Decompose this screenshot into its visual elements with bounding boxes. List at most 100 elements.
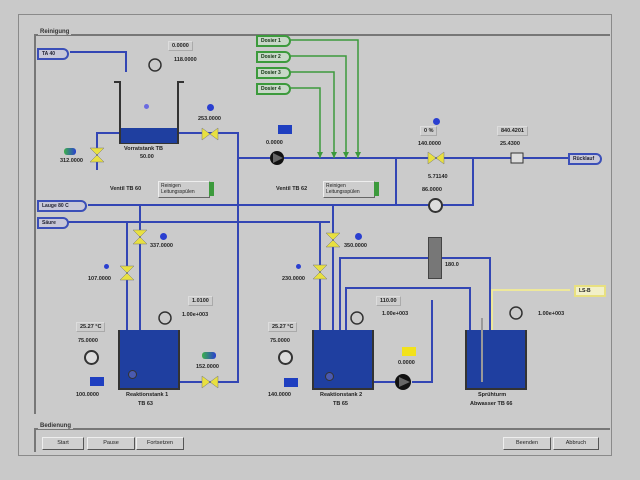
flow-meter-value-2: 25.4300: [500, 141, 520, 147]
top-agitator-value-2: 118.0000: [174, 57, 197, 63]
pipe-tank2-filter: [339, 257, 491, 330]
tank-3-probe: [481, 318, 483, 382]
inlet-valve-led: [207, 104, 214, 111]
yellow-signal-tag[interactable]: LS-B: [574, 285, 606, 297]
tank-2-agitator-value-1: 110.00: [376, 296, 401, 306]
pump-2-status-lamp: [402, 347, 416, 356]
selector-2-option-1[interactable]: Reinigen: [326, 183, 346, 189]
tank-2-id: TB 65: [333, 401, 348, 407]
pipe-ta-inlet: [70, 51, 127, 72]
tank-2-temperature: 25.27 °C: [268, 322, 298, 332]
outlet-tag[interactable]: Rücklauf: [568, 153, 602, 165]
tank-1-heater-lamp: [90, 377, 104, 386]
start-button[interactable]: Start: [42, 437, 84, 450]
top-tank-valve-left-value: 312.0000: [60, 158, 83, 164]
tank-3: [465, 330, 527, 390]
abort-button[interactable]: Abbruch: [553, 437, 599, 450]
top-tank-liquid: [121, 128, 177, 143]
pause-button[interactable]: Pause: [87, 437, 135, 450]
green-blue-status-lamp: [64, 148, 76, 155]
selector-1-label: Ventil TB 60: [110, 186, 142, 192]
tank3-agitator-icon: [509, 306, 523, 320]
dosing-tag-4[interactable]: Dosier 4: [256, 83, 291, 95]
tank-2-level: 75.0000: [270, 338, 290, 344]
bypass-value-1: 5.71140: [428, 174, 448, 180]
tank-1-temp-sensor-icon: [84, 350, 99, 365]
main-pump-status-lamp: [278, 125, 292, 134]
process-group-label: Reinigung: [38, 29, 72, 35]
arrow-green-1: [355, 152, 361, 158]
tank-3-name: Sprühturm: [478, 392, 507, 398]
selector-2-option-2[interactable]: Leitungsspülen: [326, 189, 360, 195]
control-group-label: Bedienung: [38, 423, 73, 429]
tank-1-id: TB 63: [138, 401, 153, 407]
pipe-tank1-out: [178, 140, 239, 383]
selector-2-label: Ventil TB 62: [276, 186, 308, 192]
source-lauge-tag[interactable]: Lauge 80 C: [37, 200, 87, 212]
bypass-value-2: 86.0000: [422, 187, 442, 193]
tank1-agitator-icon: [158, 311, 172, 325]
tank-2-heater-icon: [325, 372, 334, 381]
selector-2-arrow[interactable]: [374, 182, 379, 196]
tank-2-inlet-valve-1: 350.0000: [344, 243, 367, 249]
tank-1-heater-value: 100.0000: [76, 392, 99, 398]
selector-1[interactable]: Reinigen Leitungsspülen: [158, 181, 210, 198]
dosing-tag-1[interactable]: Dosier 1: [256, 35, 291, 47]
source-saeure-tag[interactable]: Säure: [37, 217, 69, 229]
top-tank-name: Vorratstank TB: [124, 146, 164, 152]
top-tank-level: 50.00: [140, 154, 154, 160]
tank-2-inlet-2-led: [296, 264, 301, 269]
tank-1-inlet-led: [160, 233, 167, 240]
bypass-sensor-icon: [428, 198, 443, 213]
pump-2-value: 0.0000: [398, 360, 415, 366]
tank-1-inlet-valve-1: 337.0000: [150, 243, 173, 249]
selector-1-option-2[interactable]: Leitungsspülen: [161, 189, 195, 195]
tank-1-agitator-value-1: 1.0100: [188, 296, 213, 306]
control-valve-percent[interactable]: 0 %: [420, 126, 438, 136]
tank-1-name: Reaktionstank 1: [126, 392, 169, 398]
flow-meter-value-1: 840.4201: [497, 126, 528, 136]
tank-1-inlet-2-led: [104, 264, 109, 269]
tank-3-id: Abwasser TB 66: [470, 401, 513, 407]
filter-icon: [428, 237, 442, 279]
dosing-tag-2[interactable]: Dosier 2: [256, 51, 291, 63]
selector-2[interactable]: Reinigen Leitungsspülen: [323, 181, 375, 198]
control-valve-value: 140.0000: [418, 141, 441, 147]
top-agitator-icon: [148, 58, 162, 72]
arrow-green-2: [343, 152, 349, 158]
pipe-tank2-return: [345, 287, 471, 330]
valve-icons: [89, 127, 445, 389]
tank-2-inlet-led: [355, 233, 362, 240]
pipe-green-4: [290, 87, 321, 158]
main-pump-value: 0.0000: [266, 140, 283, 146]
tank-2-heater-value: 140.0000: [268, 392, 291, 398]
top-tank-valve-right-value: 253.0000: [198, 116, 221, 122]
process-group: [34, 34, 610, 414]
control-valve-led: [433, 118, 440, 125]
top-tank-indicator: [144, 104, 149, 109]
tank-1-temperature: 25.27 °C: [76, 322, 106, 332]
pipe-top-tank-right: [178, 132, 270, 159]
tank-2-name: Reaktionstank 2: [320, 392, 363, 398]
selector-1-arrow[interactable]: [209, 182, 214, 196]
pipe-pump2-out: [412, 300, 433, 383]
tank-1-outlet-lamp: [202, 352, 216, 359]
top-agitator-value-1: 0.0000: [168, 41, 193, 51]
tank-1: [118, 330, 180, 390]
finish-button[interactable]: Beenden: [503, 437, 551, 450]
tank-2-agitator-value-2: 1.00e+003: [382, 311, 409, 317]
arrow-green-4: [317, 152, 323, 158]
tank-3-level-value: 1.00e+003: [538, 311, 565, 317]
pipe-green-1: [290, 39, 359, 158]
top-tank-rim: [114, 81, 184, 144]
dosing-tag-3[interactable]: Dosier 3: [256, 67, 291, 79]
selector-1-option-1[interactable]: Reinigen: [161, 183, 181, 189]
tank-2-temp-sensor-icon: [278, 350, 293, 365]
tank-1-heater-icon: [128, 370, 137, 379]
tank-1-inlet-valve-2: 107.0000: [88, 276, 111, 282]
continue-button[interactable]: Fortsetzen: [136, 437, 184, 450]
source-ta-tag[interactable]: TA 40: [37, 48, 69, 60]
tank-2-heater-lamp: [284, 378, 298, 387]
filter-value: 180.0: [445, 262, 459, 268]
tank-1-level: 75.0000: [78, 338, 98, 344]
